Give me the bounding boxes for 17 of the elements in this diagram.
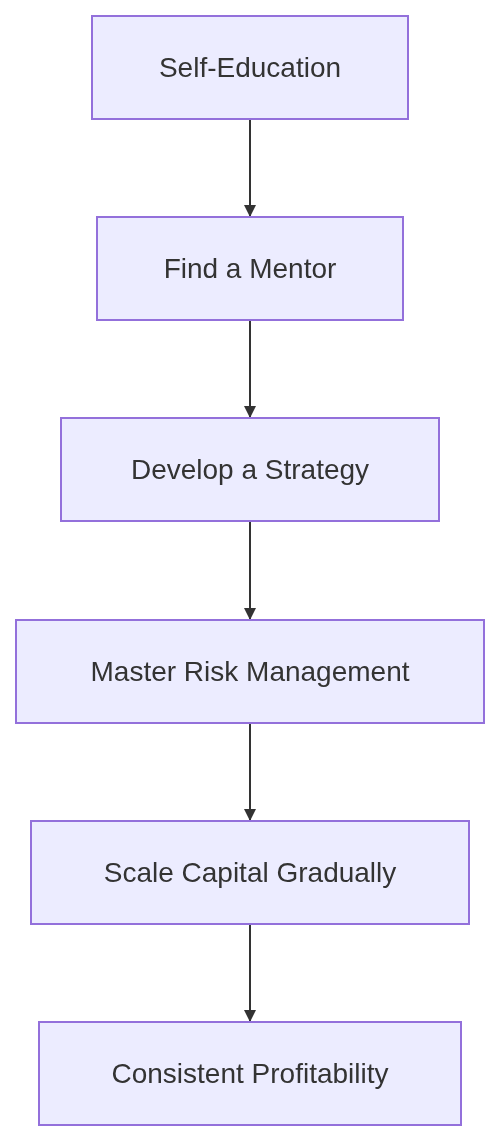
process-box <box>60 417 440 522</box>
process-box <box>96 216 404 321</box>
box-label: Develop a Strategy <box>130 453 370 487</box>
arrow <box>244 320 256 418</box>
process-box <box>38 1021 462 1126</box>
arrow <box>244 521 256 620</box>
box-label: Consistent Profitability <box>111 1057 389 1091</box>
arrow <box>244 723 256 821</box>
process-box <box>15 619 485 724</box>
process-box <box>91 15 409 120</box>
box-label: Find a Mentor <box>163 252 337 286</box>
arrow <box>244 924 256 1022</box>
box-label: Master Risk Management <box>90 655 410 689</box>
box-label: Scale Capital Gradually <box>103 856 397 890</box>
box-label: Self-Education <box>158 51 342 85</box>
process-box <box>30 820 470 925</box>
arrow <box>244 119 256 217</box>
